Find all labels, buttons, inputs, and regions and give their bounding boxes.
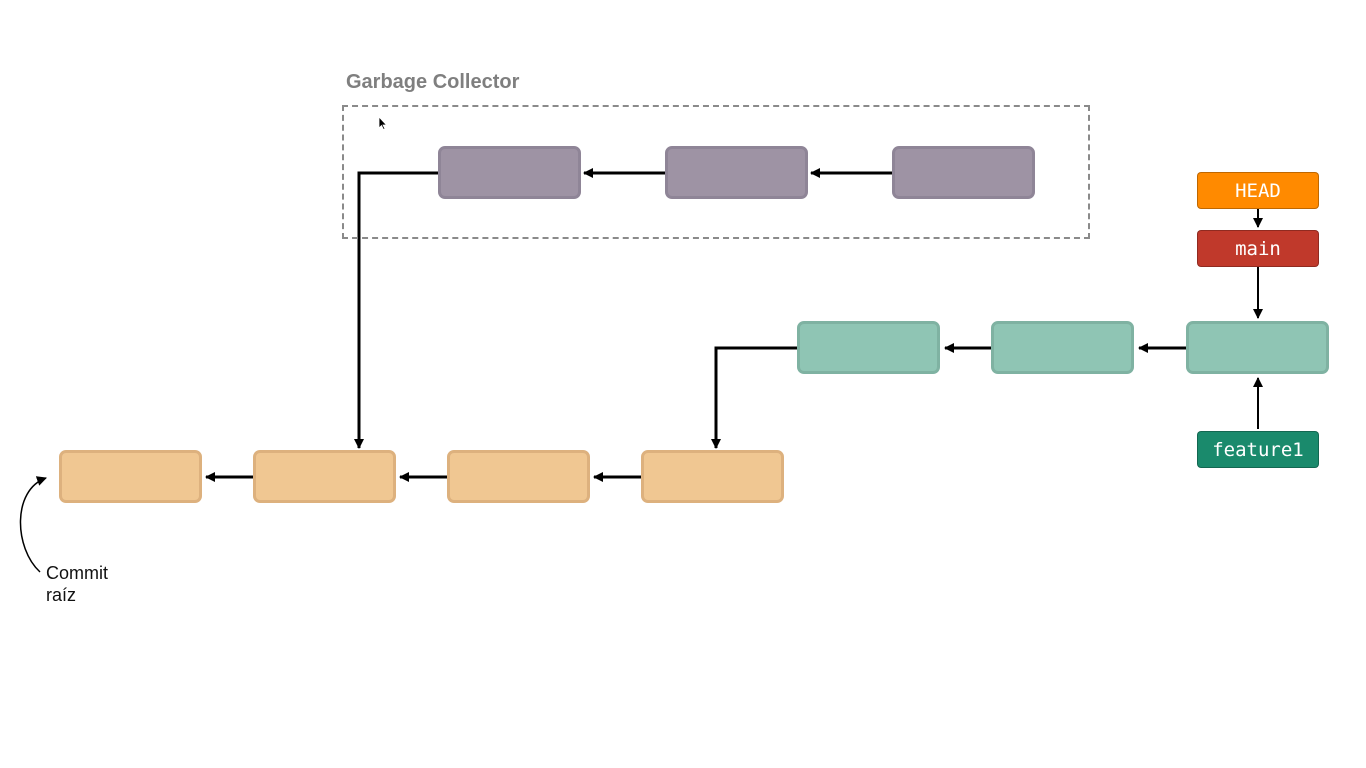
root-commit-label-line2: raíz <box>46 585 77 605</box>
root-commit-label: Commit raíz <box>46 562 108 606</box>
arrow-root-annotation <box>19 476 47 573</box>
gc-commit-2 <box>665 146 808 199</box>
main-branch-ref: main <box>1197 230 1319 267</box>
base-commit-1 <box>59 450 202 503</box>
root-commit-label-line1: Commit <box>46 563 108 583</box>
base-commit-4 <box>641 450 784 503</box>
gc-region <box>342 105 1090 239</box>
gc-commit-3 <box>892 146 1035 199</box>
feature1-branch-ref: feature1 <box>1197 431 1319 468</box>
base-commit-3 <box>447 450 590 503</box>
feature-commit-1 <box>797 321 940 374</box>
base-commit-2 <box>253 450 396 503</box>
head-ref: HEAD <box>1197 172 1319 209</box>
gc-title: Garbage Collector <box>346 71 520 93</box>
arrow-f1-to-base4 <box>711 346 797 449</box>
feature-commit-2 <box>991 321 1134 374</box>
gc-commit-1 <box>438 146 581 199</box>
arrow-gc1-to-base2 <box>354 171 438 449</box>
mouse-pointer-icon <box>378 116 388 130</box>
feature-commit-3 <box>1186 321 1329 374</box>
